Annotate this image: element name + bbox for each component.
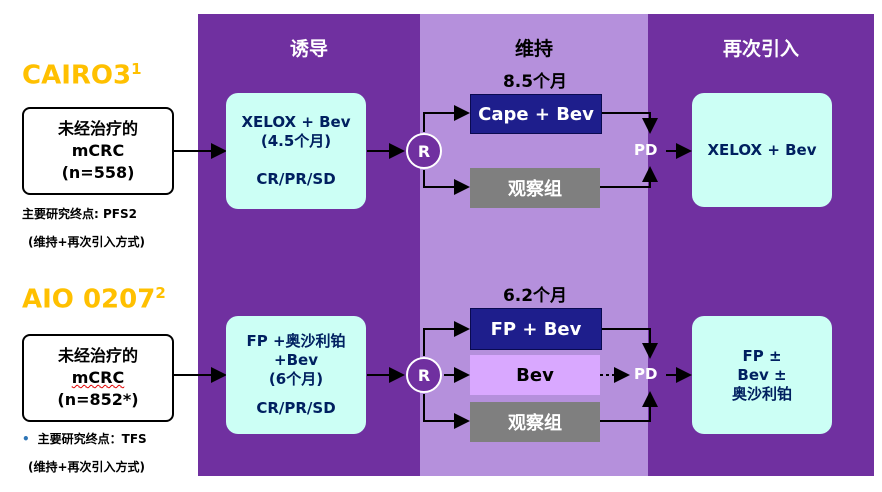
study2-population-box: 未经治疗的 mCRC (n=852*) [22,334,174,422]
study1-endpoint: 主要研究终点: PFS2 [22,207,137,221]
study1-pop-line2: mCRC [71,141,125,160]
study2-reintro-line2: Bev ± [737,365,787,384]
study2-endpoint-note: (维持+再次引入方式) [28,460,146,474]
study2-randomize: R [406,357,442,393]
study2-ref: 2 [155,284,166,302]
study2-endpoint: 主要研究终点：TFS [37,432,147,446]
study1-arm-observation: 观察组 [470,168,600,208]
study2-reintro-box: FP ± Bev ± 奥沙利铂 [692,316,832,434]
study2-induction-box: FP +奥沙利铂 +Bev (6个月) CR/PR/SD [226,316,366,434]
study1-induction-spacer [226,151,366,170]
study1-arm-cape-bev: Cape + Bev [470,94,602,134]
study2-pd: PD [634,365,658,383]
study1-induction-line2: (4.5个月) [260,132,332,150]
study1-title: CAIRO31 [22,60,142,91]
study2-arm-bev: Bev [470,355,600,395]
study2-reintro-line1: FP ± [742,346,782,365]
study1-randomize: R [406,133,442,169]
study1-induction-box: XELOX + Bev (4.5个月) CR/PR/SD [226,93,366,209]
study2-induction-spacer [226,389,366,399]
study1-reintro-line1: XELOX + Bev [707,140,817,159]
study2-induction-line3: (6个月) [268,370,324,388]
study1-pd: PD [634,141,658,159]
study1-induction-line1: XELOX + Bev [241,113,351,131]
study1-pop-line1: 未经治疗的 [57,119,138,138]
study1-reintro-box: XELOX + Bev [692,93,832,207]
study2-pop-line3: (n=852*) [57,390,139,409]
study2-name: AIO 0207 [22,284,156,315]
arrow-r-to-arm1 [423,105,470,132]
study2-arm-fp-bev: FP + Bev [470,308,602,350]
maintenance-header: 维持 [514,38,553,60]
reintroduction-header: 再次引入 [722,38,799,60]
study1-population-box: 未经治疗的 mCRC (n=558) [22,107,174,195]
arrow-obs2-to-pd [600,391,658,422]
arrow-r-to-obs2 [423,394,470,429]
arrow-arm1-to-pd [600,112,658,134]
study2-induction-line2: +Bev [274,351,318,369]
study1-pop-line3: (n=558) [61,163,135,182]
study1-duration: 8.5个月 [502,72,568,92]
study1-induction-response: CR/PR/SD [256,170,336,188]
study2-duration: 6.2个月 [502,286,568,306]
study2-endpoint-row: • 主要研究终点：TFS [22,430,147,447]
arrow-obs1-to-pd [600,166,658,188]
study1-endpoint-note: (维持+再次引入方式) [28,235,146,249]
study2-arm-observation: 观察组 [470,402,600,442]
study2-induction-response: CR/PR/SD [256,399,336,417]
induction-header: 诱导 [289,38,328,60]
maintenance-column [420,14,648,476]
arrow-r-to-arm-fpbev [423,321,470,356]
study1-ref: 1 [131,60,142,78]
study2-pop-line1: 未经治疗的 [57,346,138,365]
arrow-fpbev-to-pd [600,328,658,359]
study2-reintro-line3: 奥沙利铂 [731,384,792,403]
study2-induction-line1: FP +奥沙利铂 [246,332,346,350]
study2-pop-line2: mCRC [71,368,125,387]
study2-bullet: • [22,432,30,446]
arrow-r-to-obs1 [423,170,470,195]
study1-name: CAIRO3 [22,60,132,91]
study2-title: AIO 02072 [22,284,166,315]
